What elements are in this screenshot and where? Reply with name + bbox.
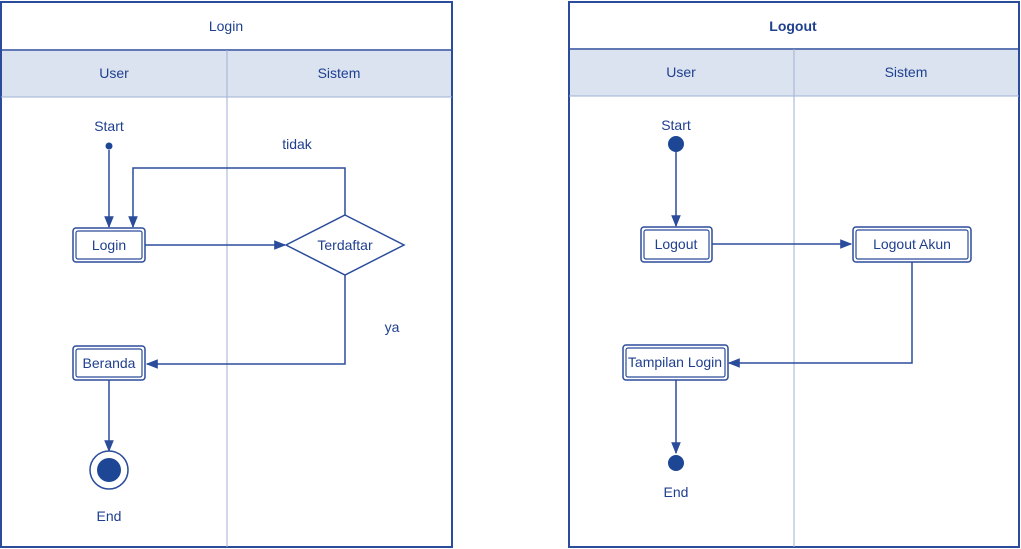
login-start-node [105,142,113,150]
logout-account-label: Logout Akun [873,236,951,252]
login-lane-user: User [99,65,129,81]
logout-lane-sistem: Sistem [885,64,928,80]
login-decision-label: Terdaftar [317,237,373,253]
logout-account-node: Logout Akun [852,226,972,263]
logout-end-node [668,455,684,471]
login-swimlane: Login User Sistem Start Login Terdaftar … [0,1,453,548]
login-action-label: Login [92,237,126,253]
logout-lane-user: User [666,64,696,80]
logout-start-label: Start [661,117,691,133]
login-beranda-label: Beranda [83,355,136,371]
logout-title: Logout [769,18,817,34]
logout-swimlane: Logout User Sistem Start Logout Logout A… [568,1,1020,548]
login-title: Login [209,18,243,34]
logout-login-view-label: Tampilan Login [628,354,722,370]
login-start-label: Start [94,118,124,134]
login-end-node [89,450,129,490]
login-no-label: tidak [282,136,313,152]
logout-action-label: Logout [655,236,698,252]
login-end-label: End [97,508,122,524]
login-action-node: Login [72,227,146,263]
login-edge-yes [145,275,346,369]
login-beranda-node: Beranda [72,345,146,381]
login-lane-sistem: Sistem [318,65,361,81]
logout-edge-account-loginview [727,262,913,368]
logout-action-node: Logout [640,226,713,263]
logout-start-node [668,136,684,152]
login-edge-no [128,167,346,229]
logout-end-label: End [664,484,689,500]
login-yes-label: ya [385,319,400,335]
logout-login-view-node: Tampilan Login [622,344,729,381]
